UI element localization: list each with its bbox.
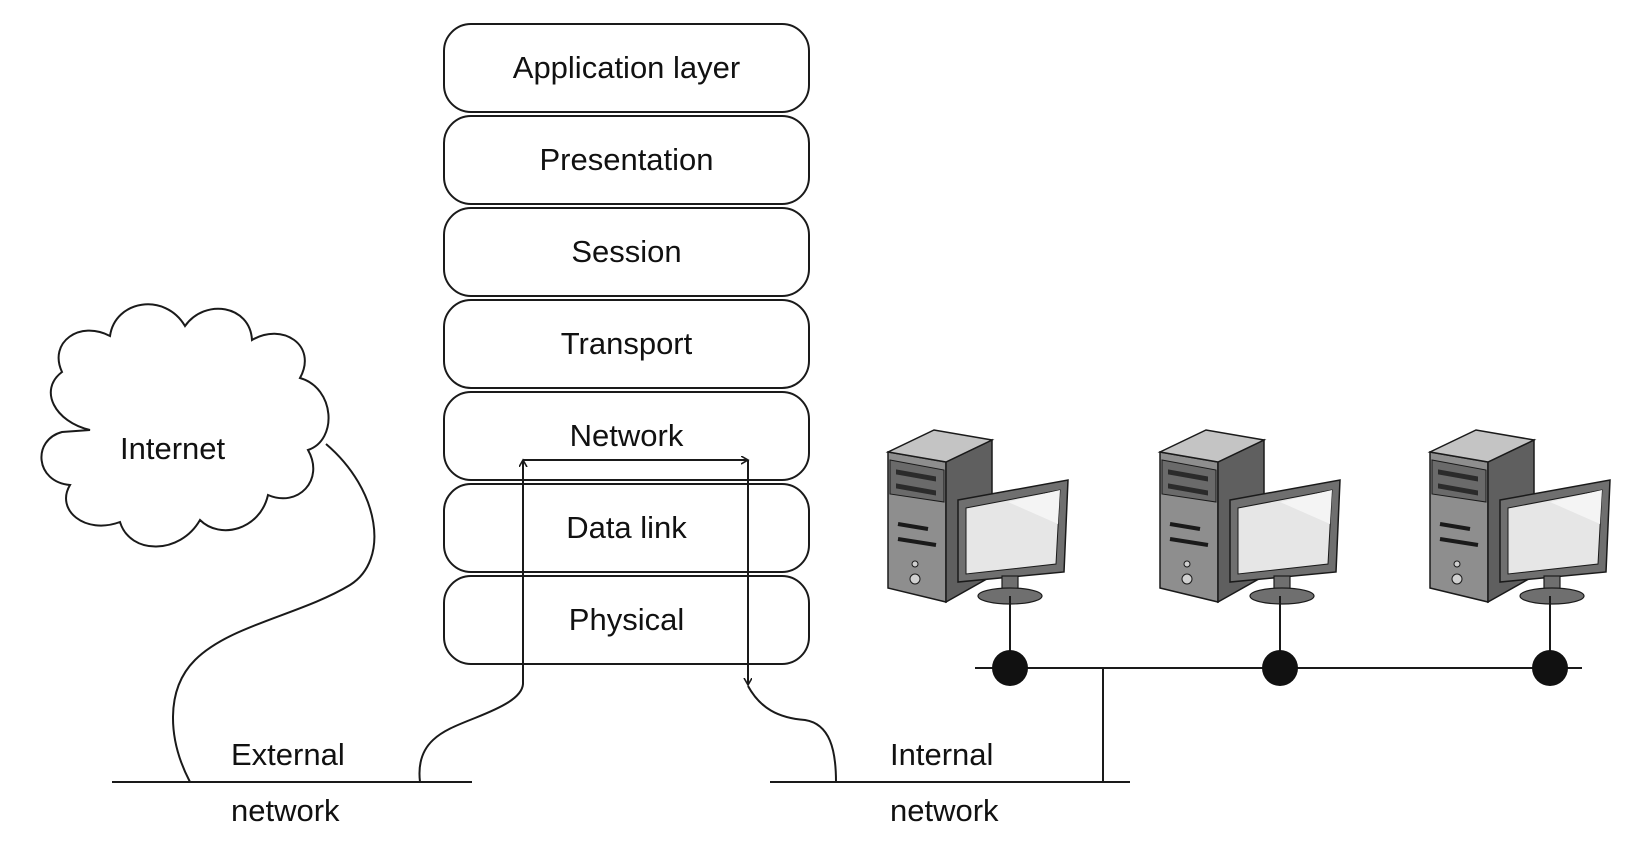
internal-network-label-line1: Internal — [890, 737, 994, 772]
desktop-computer-icon — [1158, 428, 1342, 606]
layer-transport: Transport — [443, 299, 810, 389]
external-network-label-line1: External — [231, 737, 345, 772]
desktop-computer-icon — [886, 428, 1070, 606]
internet-label: Internet — [120, 431, 226, 466]
computer-2 — [1158, 428, 1342, 686]
layer-network: Network — [443, 391, 810, 481]
layer-presentation: Presentation — [443, 115, 810, 205]
layer-data-link: Data link — [443, 483, 810, 573]
computer-3 — [1428, 428, 1612, 686]
cloud-icon — [40, 303, 330, 548]
desktop-computer-icon — [1428, 428, 1612, 606]
network-node — [1262, 650, 1298, 686]
external-to-stack-path — [418, 460, 523, 783]
network-node — [992, 650, 1028, 686]
network-node — [1532, 650, 1568, 686]
internet-cable — [172, 443, 376, 783]
layer-physical: Physical — [443, 575, 810, 665]
stack-to-internal-path — [747, 685, 837, 783]
layer-session: Session — [443, 207, 810, 297]
external-network-label-line2: network — [231, 793, 340, 828]
internal-network-label-line2: network — [890, 793, 999, 828]
layer-application: Application layer — [443, 23, 810, 113]
computer-1 — [886, 428, 1070, 686]
